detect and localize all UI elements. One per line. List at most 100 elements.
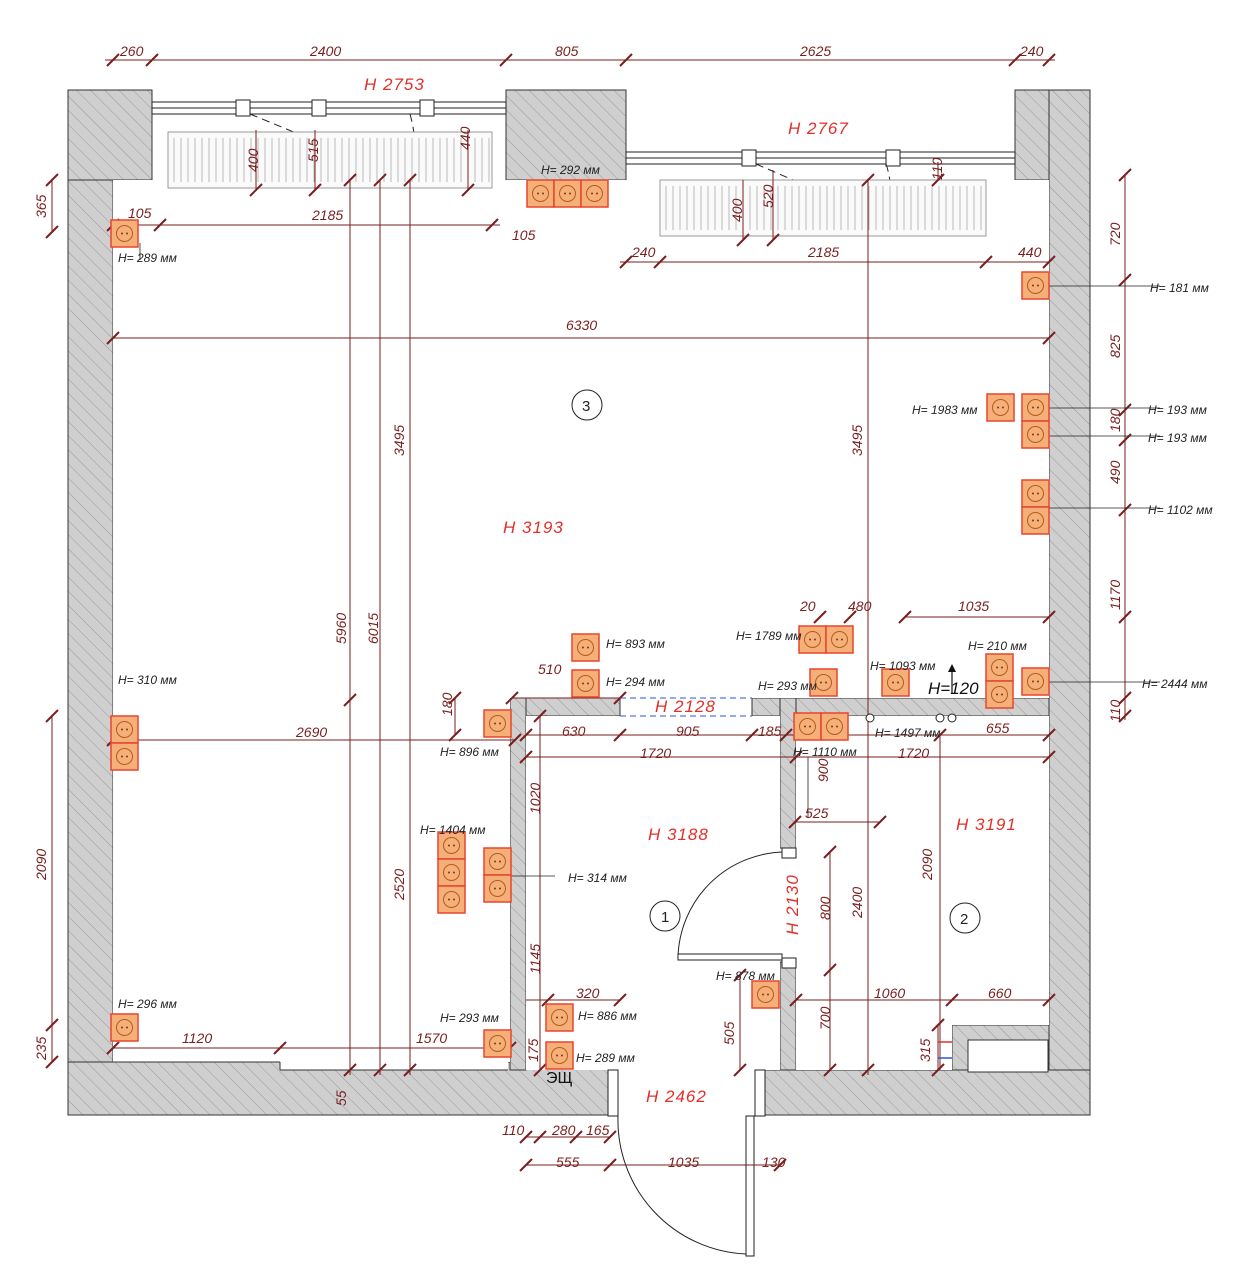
dim-top2400: 2400 [309, 43, 341, 59]
socket-label-s1404: H= 1404 мм [420, 823, 486, 837]
dim-tick-50 [541, 993, 555, 1007]
dim-tick-2 [499, 53, 513, 67]
dim-d2090b: 2090 [919, 849, 935, 881]
socket-10 [881, 668, 910, 697]
socket-9 [809, 668, 838, 697]
height-entrance: H 2462 [646, 1087, 707, 1106]
dim-tick-43 [505, 691, 519, 705]
door-room1 [677, 847, 797, 969]
dim-tick-21 [1118, 503, 1132, 517]
dim-tick-19 [1118, 403, 1132, 417]
socket-label-s293a: H= 293 мм [758, 679, 817, 693]
dim-tick-54 [569, 1130, 583, 1144]
socket-18 [751, 980, 780, 1009]
socket-7 [571, 669, 600, 698]
dim-tick-48 [945, 993, 959, 1007]
dim-d2690: 2690 [295, 724, 327, 740]
dim-d515: 515 [305, 138, 321, 162]
dim-tick-38 [1042, 728, 1056, 742]
socket-label-s1983: H= 1983 мм [912, 403, 978, 417]
socket-label-s181: H= 181 мм [1150, 281, 1209, 295]
dim-tick-57 [603, 1158, 617, 1172]
socket-17 [483, 847, 512, 903]
height-door-between: H 2130 [783, 874, 802, 935]
dim-tick-22 [1118, 610, 1132, 624]
height-room1: H 3188 [648, 825, 709, 844]
dim-d660: 660 [988, 985, 1012, 1001]
dim-r825: 825 [1107, 334, 1123, 358]
dim-d900: 900 [815, 758, 831, 782]
dim-d505: 505 [721, 1021, 737, 1045]
dim-tick-33 [519, 728, 533, 742]
dim-tick-78 [931, 1018, 945, 1032]
socket-label-s310: H= 310 мм [118, 673, 177, 687]
dim-tick-46 [873, 815, 887, 829]
height-window-left: H 2753 [364, 75, 425, 94]
socket-label-s1789: H= 1789 мм [736, 629, 802, 643]
dim-tick-83 [249, 183, 263, 197]
dim-tick-75 [823, 845, 837, 859]
dim-tick-72 [533, 1063, 547, 1077]
socket-label-s886: H= 886 мм [578, 1009, 637, 1023]
walls [67, 89, 1091, 1116]
dim-tick-36 [779, 728, 793, 742]
window-left [151, 99, 507, 181]
dim-tick-86 [766, 233, 780, 247]
dim-d400a: 400 [245, 148, 261, 172]
socket-label-s289b: H= 289 мм [576, 1051, 635, 1065]
height-room2: H 3191 [956, 815, 1017, 834]
room-1-number: 1 [661, 909, 669, 926]
room-3-circle [571, 389, 603, 421]
dim-d2185b: 2185 [807, 244, 839, 260]
dim-tick-6 [45, 173, 59, 187]
dim-r720: 720 [1107, 222, 1123, 246]
wall-inner-vertical-middle-lower [779, 961, 797, 1071]
window-right [625, 149, 1016, 221]
dim-d400b: 400 [729, 198, 745, 222]
dim-tick-23 [1118, 691, 1132, 705]
dim-r1170: 1170 [1107, 580, 1123, 610]
dim-d1720a: 1720 [640, 745, 671, 761]
dim-d3495b: 3495 [849, 425, 865, 456]
socket-1 [110, 219, 139, 248]
opening [620, 697, 752, 717]
dim-d630: 630 [562, 723, 586, 739]
dim-tick-39 [898, 610, 912, 624]
dim-tick-40 [1042, 610, 1056, 624]
height-room3: H 3193 [503, 518, 564, 537]
sockets [110, 179, 1050, 1070]
dim-tick-53 [533, 1130, 547, 1144]
dim-tick-52 [519, 1130, 533, 1144]
socket-label-s1110: H= 1110 мм [793, 745, 857, 759]
dim-tick-87 [931, 173, 945, 187]
dim-d800: 800 [817, 896, 833, 920]
dim-tick-34 [613, 728, 627, 742]
dim-tick-66 [373, 1063, 387, 1077]
dim-d1145: 1145 [527, 944, 543, 974]
dim-d510: 510 [538, 661, 562, 677]
socket-label-s878: H= 878 мм [716, 969, 775, 983]
dim-top2625: 2625 [799, 43, 831, 59]
dim-d315: 315 [917, 1038, 933, 1062]
dim-tick-32 [1042, 750, 1056, 764]
dim-d520: 520 [760, 184, 776, 208]
dim-d655: 655 [986, 720, 1010, 736]
dim-tick-85 [736, 233, 750, 247]
socket-14 [483, 709, 512, 738]
socket-label-s1102: H= 1102 мм [1148, 503, 1213, 517]
dim-d365: 365 [33, 194, 49, 218]
socket-22 [545, 1041, 574, 1070]
room-2-circle [949, 902, 981, 934]
socket-21 [545, 1003, 574, 1032]
dim-tick-44 [613, 691, 627, 705]
dim-tick-79 [931, 1063, 945, 1077]
dim-d5960: 5960 [333, 613, 349, 644]
dim-d1060: 1060 [874, 985, 905, 1001]
dim-tick-76 [823, 963, 837, 977]
dim-d235: 235 [33, 1036, 49, 1061]
socket-label-s1093: H= 1093 мм [870, 659, 936, 673]
height-arrow-head [948, 664, 956, 672]
dim-d320: 320 [576, 985, 600, 1001]
socket-6 [571, 633, 600, 662]
socket-label-s893: H= 893 мм [606, 637, 665, 651]
